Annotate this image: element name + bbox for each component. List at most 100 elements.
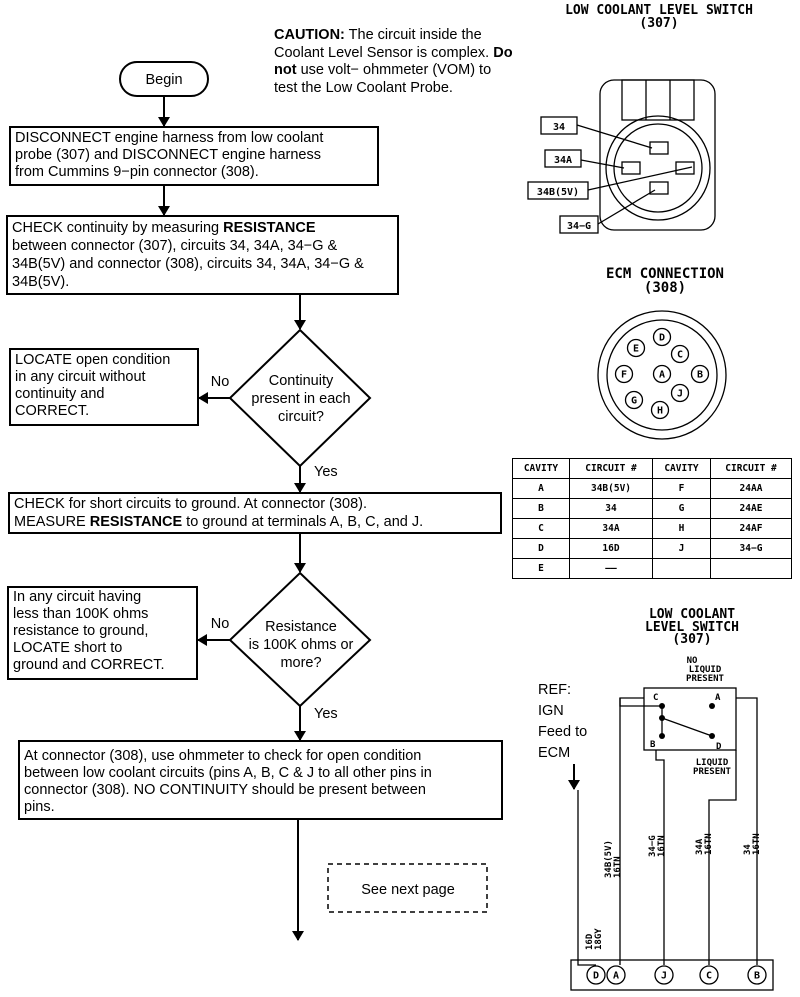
ecm-pin-h — [650, 400, 670, 420]
disconnect-line-2: probe (307) and DISCONNECT engine harnes… — [15, 147, 321, 163]
cavity-header-row: CAVITY CIRCUIT # CAVITY CIRCUIT # — [512, 458, 792, 479]
table-cell: 24AF — [710, 518, 792, 539]
caution-text-2: use volt− ohmmeter (VOM) to test the Low… — [274, 62, 492, 96]
switch-housing-top — [621, 79, 695, 121]
wire-34g-circuit: 34−G — [648, 835, 658, 857]
locate-open-box — [9, 348, 199, 426]
locate-short-line-3: resistance to ground, — [13, 623, 148, 639]
check-short-line-1: CHECK for short circuits to ground. At c… — [14, 496, 367, 512]
terminal-pin-c — [699, 965, 719, 985]
ecm-pin-d — [652, 327, 672, 347]
switch-connector-diagram: LOW COOLANT LEVEL SWITCH (307) 34 34A 34… — [527, 3, 753, 234]
wire-34g — [655, 750, 665, 965]
label-34: 34 — [553, 122, 565, 133]
ref-1: REF: — [538, 682, 571, 698]
disconnect-line-1: DISCONNECT engine harness from low coola… — [15, 130, 323, 146]
table-row: D 16D J 34−G — [512, 538, 792, 559]
wire-34-circuit: 34 — [743, 844, 753, 855]
leader-34g — [597, 189, 656, 225]
wire-34a-gauge: 16TN — [704, 833, 714, 855]
switch-schematic: LOW COOLANT LEVEL SWITCH (307) NO LIQUID… — [538, 607, 774, 991]
disconnect-line-3: from Cummins 9−pin connector (308). — [15, 164, 259, 180]
locate-short-line-5: ground and CORRECT. — [13, 657, 165, 673]
table-cell: D — [512, 538, 570, 559]
table-cell: 24AE — [710, 498, 792, 519]
table-row: E —— — [512, 558, 792, 579]
decision-2-line-2: is 100K ohms or — [249, 637, 354, 653]
liquid-2: PRESENT — [693, 767, 732, 777]
schematic-title-2: LEVEL SWITCH — [645, 620, 739, 635]
wire-34b-contact — [619, 698, 662, 707]
table-cell: 34A — [569, 518, 653, 539]
label-34g: 34−G — [567, 221, 591, 232]
wire-34b-circuit: 34B(5V) — [604, 840, 614, 878]
table-cell: 24AA — [710, 478, 792, 499]
ecm-pin-label-d: D — [659, 333, 665, 344]
ecm-pin-label-h: H — [657, 406, 663, 417]
no-liquid-2: LIQUID — [689, 665, 722, 675]
table-cell: J — [652, 538, 711, 559]
switch-housing — [599, 79, 716, 231]
check-short-line-2: MEASURE RESISTANCE to ground at terminal… — [14, 514, 423, 530]
decision-1-line-3: circuit? — [278, 409, 324, 425]
contact-a — [709, 703, 715, 709]
terminal-pin-label-j: J — [661, 971, 667, 982]
schematic-number: (307) — [672, 632, 711, 647]
open-condition-line-1: At connector (308), use ohmmeter to chec… — [24, 748, 421, 764]
ecm-pin-label-e: E — [633, 344, 639, 355]
wire-34a-circuit: 34A — [695, 838, 705, 855]
wire-label-34g: 34−G 16TN — [648, 835, 667, 857]
switch-arm — [661, 717, 713, 737]
wire-34b — [619, 697, 644, 965]
ecm-pin-f — [614, 364, 634, 384]
locate-open-line-4: CORRECT. — [15, 403, 89, 419]
locate-open-line-1: LOCATE open condition — [15, 352, 170, 368]
cavity-table: CAVITY CIRCUIT # CAVITY CIRCUIT # A 34B(… — [512, 458, 792, 579]
table-cell: E — [512, 558, 570, 579]
table-cell: C — [512, 518, 570, 539]
table-cell: 34−G — [710, 538, 792, 559]
locate-short-line-1: In any circuit having — [13, 589, 141, 605]
decision-1-line-2: present in each — [251, 391, 350, 407]
table-cell — [710, 558, 792, 579]
label-box-34a — [544, 149, 582, 168]
ecm-pin-label-f: F — [621, 370, 627, 381]
switch-terminal-34b — [675, 161, 695, 175]
check-short-step-box — [8, 492, 502, 534]
locate-short-box — [7, 586, 198, 680]
terminal-pin-label-c: C — [706, 971, 712, 982]
begin-label: Begin — [145, 72, 182, 88]
terminal-pin-j — [654, 965, 674, 985]
table-cell: 34 — [569, 498, 653, 519]
label-box-34b — [527, 181, 589, 200]
wire-34-gauge: 16TN — [752, 833, 762, 855]
ecm-pin-a — [652, 364, 672, 384]
flowchart: Begin See next page Continuity present i… — [6, 61, 503, 941]
wire-label-34a: 34A 16TN — [695, 833, 714, 855]
label-34a: 34A — [554, 155, 572, 166]
table-row: C 34A H 24AF — [512, 518, 792, 539]
decision-2-line-3: more? — [280, 655, 321, 671]
ecm-terminal-strip — [570, 959, 774, 991]
decision-1-line-1: Continuity — [269, 373, 334, 389]
leader-34 — [576, 124, 653, 149]
wire-34a — [708, 750, 737, 965]
check-continuity-line-1: CHECK continuity by measuring RESISTANCE — [12, 220, 316, 236]
check-continuity-line-2: between connector (307), circuits 34, 34… — [12, 238, 338, 254]
wire-16d-circuit: 16D — [585, 933, 595, 950]
switch-number: (307) — [639, 16, 678, 31]
next-page-box — [327, 863, 488, 913]
switch-symbol-box — [643, 687, 737, 751]
label-34b: 34B(5V) — [537, 187, 579, 198]
ecm-connector-inner — [606, 319, 718, 431]
ref-2: IGN — [538, 703, 564, 719]
open-condition-line-2: between low coolant circuits (pins A, B,… — [24, 765, 432, 781]
locate-short-line-4: LOCATE short to — [13, 640, 122, 656]
wire-34 — [736, 697, 758, 965]
switch-face-inner — [613, 123, 703, 213]
